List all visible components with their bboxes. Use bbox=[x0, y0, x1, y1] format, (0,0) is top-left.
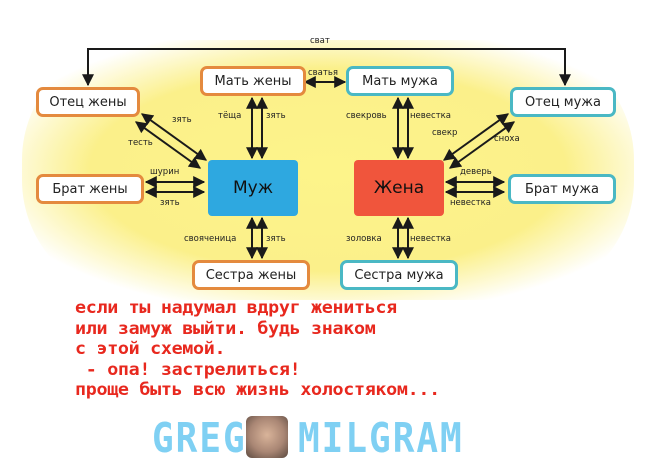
node-brat-zheny: Брат жены bbox=[36, 174, 144, 204]
poem-line: проще быть всю жизнь холостяком... bbox=[75, 380, 440, 400]
node-brat-muzha: Брат мужа bbox=[508, 174, 616, 204]
label-nevestka-brat: невестка bbox=[450, 198, 491, 208]
line-otec-muzha-zhena-2 bbox=[449, 121, 515, 169]
node-muzh: Муж bbox=[208, 160, 298, 216]
label-zolovka: золовка bbox=[346, 234, 382, 244]
poem-line: - опа! застрелиться! bbox=[75, 359, 301, 380]
poem-line: или замуж выйти. будь знаком bbox=[75, 318, 376, 339]
label-svoyachnica: свояченица bbox=[184, 234, 237, 244]
node-otec-zheny: Отец жены bbox=[36, 87, 140, 117]
label-zyat-mat: зять bbox=[266, 111, 286, 121]
signature-right: MILGRAM bbox=[298, 414, 464, 462]
poem-line: если ты надумал вдруг жениться bbox=[75, 298, 397, 318]
line-otec-zheny-muzh-2 bbox=[135, 121, 201, 169]
label-svat: сват bbox=[310, 36, 330, 46]
node-otec-muzha: Отец мужа bbox=[510, 87, 616, 117]
label-test: тесть bbox=[128, 138, 153, 148]
poem-line: с этой схемой. bbox=[75, 339, 226, 359]
label-shurin: шурин bbox=[150, 167, 180, 177]
node-mat-zheny: Мать жены bbox=[200, 66, 306, 96]
node-zhena: Жена bbox=[354, 160, 444, 216]
poem-text: если ты надумал вдруг жениться или замуж… bbox=[75, 298, 440, 401]
label-zyat-sestra: зять bbox=[266, 234, 286, 244]
label-nevestka-mat: невестка bbox=[410, 111, 451, 121]
label-zyat-otec: зять bbox=[172, 115, 192, 125]
node-sestra-zheny: Сестра жены bbox=[192, 260, 310, 290]
label-dever: деверь bbox=[460, 167, 492, 177]
label-svekrov: свекровь bbox=[346, 111, 387, 121]
label-svekr: свекр bbox=[432, 128, 458, 138]
node-mat-muzha: Мать мужа bbox=[346, 66, 454, 96]
label-snokha: сноха bbox=[494, 134, 520, 144]
line-svat bbox=[82, 48, 571, 87]
author-avatar-icon bbox=[246, 416, 288, 458]
node-sestra-muzha: Сестра мужа bbox=[340, 260, 458, 290]
label-nevestka-sestra: невестка bbox=[410, 234, 451, 244]
label-zyat-brat: зять bbox=[160, 198, 180, 208]
label-svatya: сватья bbox=[308, 68, 338, 78]
label-tyoshcha: тёща bbox=[218, 111, 242, 121]
signature-left: GREG bbox=[152, 414, 247, 462]
